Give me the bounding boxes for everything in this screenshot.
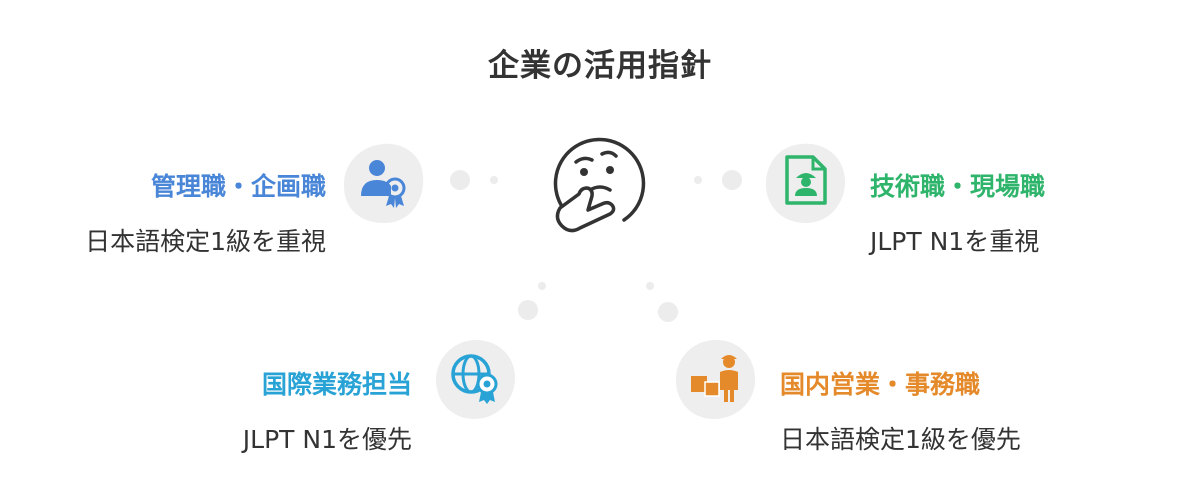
thinking-face-icon bbox=[546, 128, 650, 238]
connector-dot bbox=[658, 302, 678, 322]
item-label-technical: 技術職・現場職 bbox=[870, 172, 1046, 201]
connector-dot bbox=[694, 176, 702, 184]
connector-dot bbox=[538, 282, 546, 290]
connector-dot bbox=[646, 282, 654, 290]
icon-background bbox=[340, 140, 426, 226]
page-title: 企業の活用指針 bbox=[488, 48, 712, 84]
engineer-document-icon bbox=[779, 154, 833, 208]
connector-dot bbox=[450, 170, 470, 190]
item-label-domestic: 国内営業・事務職 bbox=[780, 370, 981, 399]
globe-badge-icon bbox=[449, 350, 503, 404]
icon-background bbox=[762, 140, 848, 226]
item-desc-technical: JLPT N1を重視 bbox=[870, 227, 1040, 256]
manager-badge-icon bbox=[357, 154, 411, 208]
connector-dot bbox=[518, 300, 538, 320]
icon-background bbox=[672, 336, 758, 422]
worker-boxes-icon bbox=[689, 350, 743, 404]
connector-dot bbox=[722, 170, 742, 190]
item-desc-domestic: 日本語検定1級を優先 bbox=[780, 425, 1021, 454]
item-desc-international: JLPT N1を優先 bbox=[242, 425, 412, 454]
item-label-management: 管理職・企画職 bbox=[150, 172, 326, 201]
item-desc-management: 日本語検定1級を重視 bbox=[85, 227, 326, 256]
icon-background bbox=[432, 336, 518, 422]
item-label-international: 国際業務担当 bbox=[261, 370, 412, 399]
connector-dot bbox=[490, 176, 498, 184]
